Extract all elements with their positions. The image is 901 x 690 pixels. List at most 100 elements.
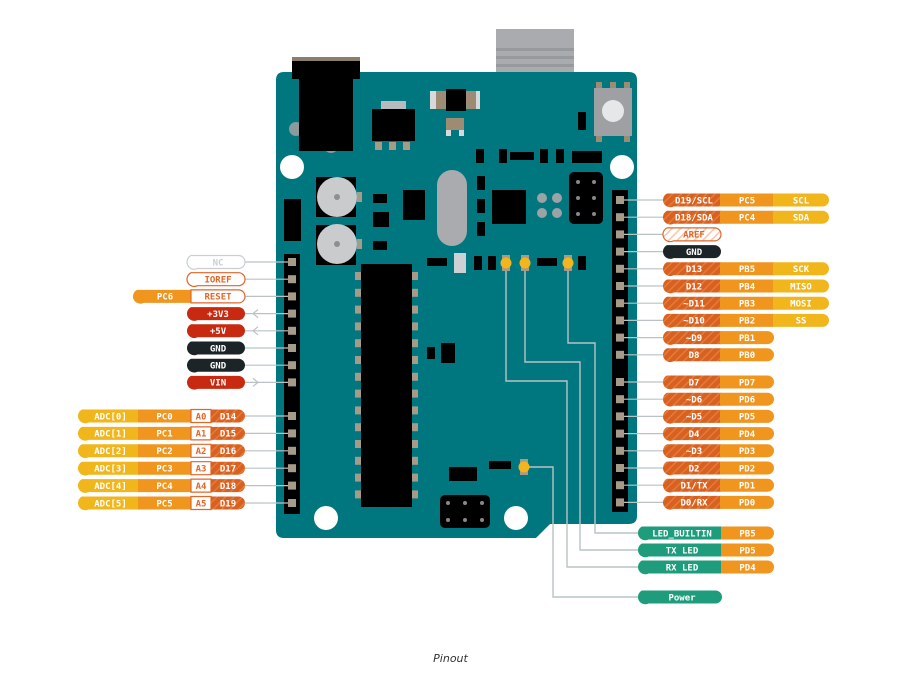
port-label: PD4 (720, 427, 774, 441)
port-label: PB4 (720, 279, 774, 293)
mounting-hole (504, 506, 528, 530)
pin-label-text: ADC[4] (94, 482, 127, 492)
port-label: PD1 (720, 478, 774, 492)
power-direction-arrow-icon (252, 326, 259, 336)
digital-pin-label: D2 (662, 461, 721, 476)
pin-label-text: +3V3 (207, 310, 229, 320)
port-label: PB5 (720, 262, 774, 276)
digital-pin-label: D0/RX (662, 495, 721, 510)
header-pin (616, 213, 624, 222)
digital-pin-label: D8 (662, 348, 721, 363)
port-label: PC1 (138, 426, 191, 440)
pin-label-text: SCK (793, 265, 810, 275)
pin-label-text: PB1 (739, 334, 755, 344)
pin-label-text: MOSI (790, 300, 812, 310)
header-pin (288, 258, 296, 266)
pin-label-text: D17 (220, 465, 236, 475)
pin-label-text: PD1 (739, 482, 755, 492)
power-pin-ioref: IOREF (186, 272, 246, 288)
port-label: PC4 (138, 479, 191, 493)
port-label: PC5 (720, 193, 774, 207)
analog-pin-label: A4 (190, 478, 212, 493)
port-label: PD7 (720, 375, 774, 389)
digital-pin-label: ~D5 (662, 409, 721, 424)
power-pin-nc: NC (186, 254, 246, 270)
icsp-header (569, 172, 603, 224)
crystal (437, 170, 467, 246)
header-pin (288, 429, 296, 438)
voltage-regulator (372, 101, 415, 150)
pin-label-text: ADC[5] (94, 499, 127, 509)
pin-label-text: PD5 (739, 413, 755, 423)
digital-pin-label: ~D3 (662, 444, 721, 459)
reset-button[interactable] (594, 82, 632, 142)
led-label: LED_BUILTIN (637, 526, 722, 541)
adc-label: ADC[4] (77, 479, 139, 493)
pin-label-text: GND (210, 362, 227, 372)
led-label: RX LED (637, 560, 722, 575)
pin-label-text: ADC[1] (94, 430, 127, 440)
pin-label-text: LED_BUILTIN (652, 529, 712, 539)
pin-label-text: PD5 (739, 546, 755, 556)
header-pin (616, 230, 624, 239)
pin-label-text: MISO (790, 282, 812, 292)
header-pin (288, 292, 296, 301)
mounting-hole (280, 155, 304, 179)
header-pin (616, 264, 624, 273)
pin-label-text: A2 (196, 447, 207, 457)
header-pin (288, 481, 296, 490)
pin-label-text: D19 (220, 499, 236, 509)
pin-label-text: PC2 (156, 447, 172, 457)
pin-label-text: PB0 (739, 351, 755, 361)
special-function-label: MOSI (773, 296, 830, 310)
pin-label-text: PC4 (156, 482, 173, 492)
pin-label-text: ADC[0] (94, 412, 127, 422)
pin-label-text: D0/RX (680, 499, 708, 509)
header-pin (616, 429, 624, 438)
led-icon (518, 461, 530, 473)
analog-pin-label: A1 (190, 426, 212, 441)
pin-label-text: D12 (686, 282, 702, 292)
header-pin (288, 378, 296, 387)
pin-label-text: ~D5 (686, 413, 702, 423)
port-label: PB0 (720, 348, 774, 362)
pin-label-text: A4 (196, 482, 207, 492)
pin-label-text: D15 (220, 430, 236, 440)
power-pin-gnd: GND (186, 341, 246, 356)
adc-label: ADC[5] (77, 496, 139, 511)
digital-pin-label: D18/SDA (662, 210, 721, 225)
header-pin (288, 499, 296, 507)
pin-label-text: SCL (793, 196, 810, 206)
gnd-pin-label: GND (662, 245, 721, 259)
pin-label-text: D2 (689, 464, 700, 474)
port-label: PC2 (138, 444, 191, 458)
mounting-hole (610, 155, 634, 179)
pin-label-text: PD4 (739, 563, 756, 573)
pin-label-text: PB2 (739, 317, 755, 327)
special-function-label: SS (773, 313, 830, 327)
digital-pin-label: D17 (211, 461, 246, 475)
pin-label-text: PD6 (739, 396, 755, 406)
header-pin (288, 412, 296, 420)
header-pin (616, 247, 624, 256)
pin-label-text: ADC[3] (94, 465, 127, 475)
power-direction-arrow-icon (252, 377, 259, 387)
header-pin (288, 309, 296, 318)
header-pin (288, 446, 296, 455)
port-label: PB3 (720, 296, 774, 310)
header-pin (616, 196, 624, 204)
adc-label: ADC[0] (77, 409, 139, 424)
pin-label-text: PC4 (739, 214, 756, 224)
led-wires (505, 263, 642, 598)
digital-pin-label: D1/TX (662, 478, 721, 493)
digital-pin-label: ~D10 (662, 313, 721, 328)
digital-pin-label: D16 (211, 444, 246, 458)
pin-label-text: D19/SCL (675, 196, 714, 206)
pin-label-text: ~D3 (686, 447, 702, 457)
power-pin-gnd: GND (186, 358, 246, 373)
pin-label-text: PD0 (739, 499, 755, 509)
port-label: PD5 (720, 409, 774, 423)
pin-label-text: PD7 (739, 378, 755, 388)
aref-pin-label: AREF (662, 227, 722, 243)
